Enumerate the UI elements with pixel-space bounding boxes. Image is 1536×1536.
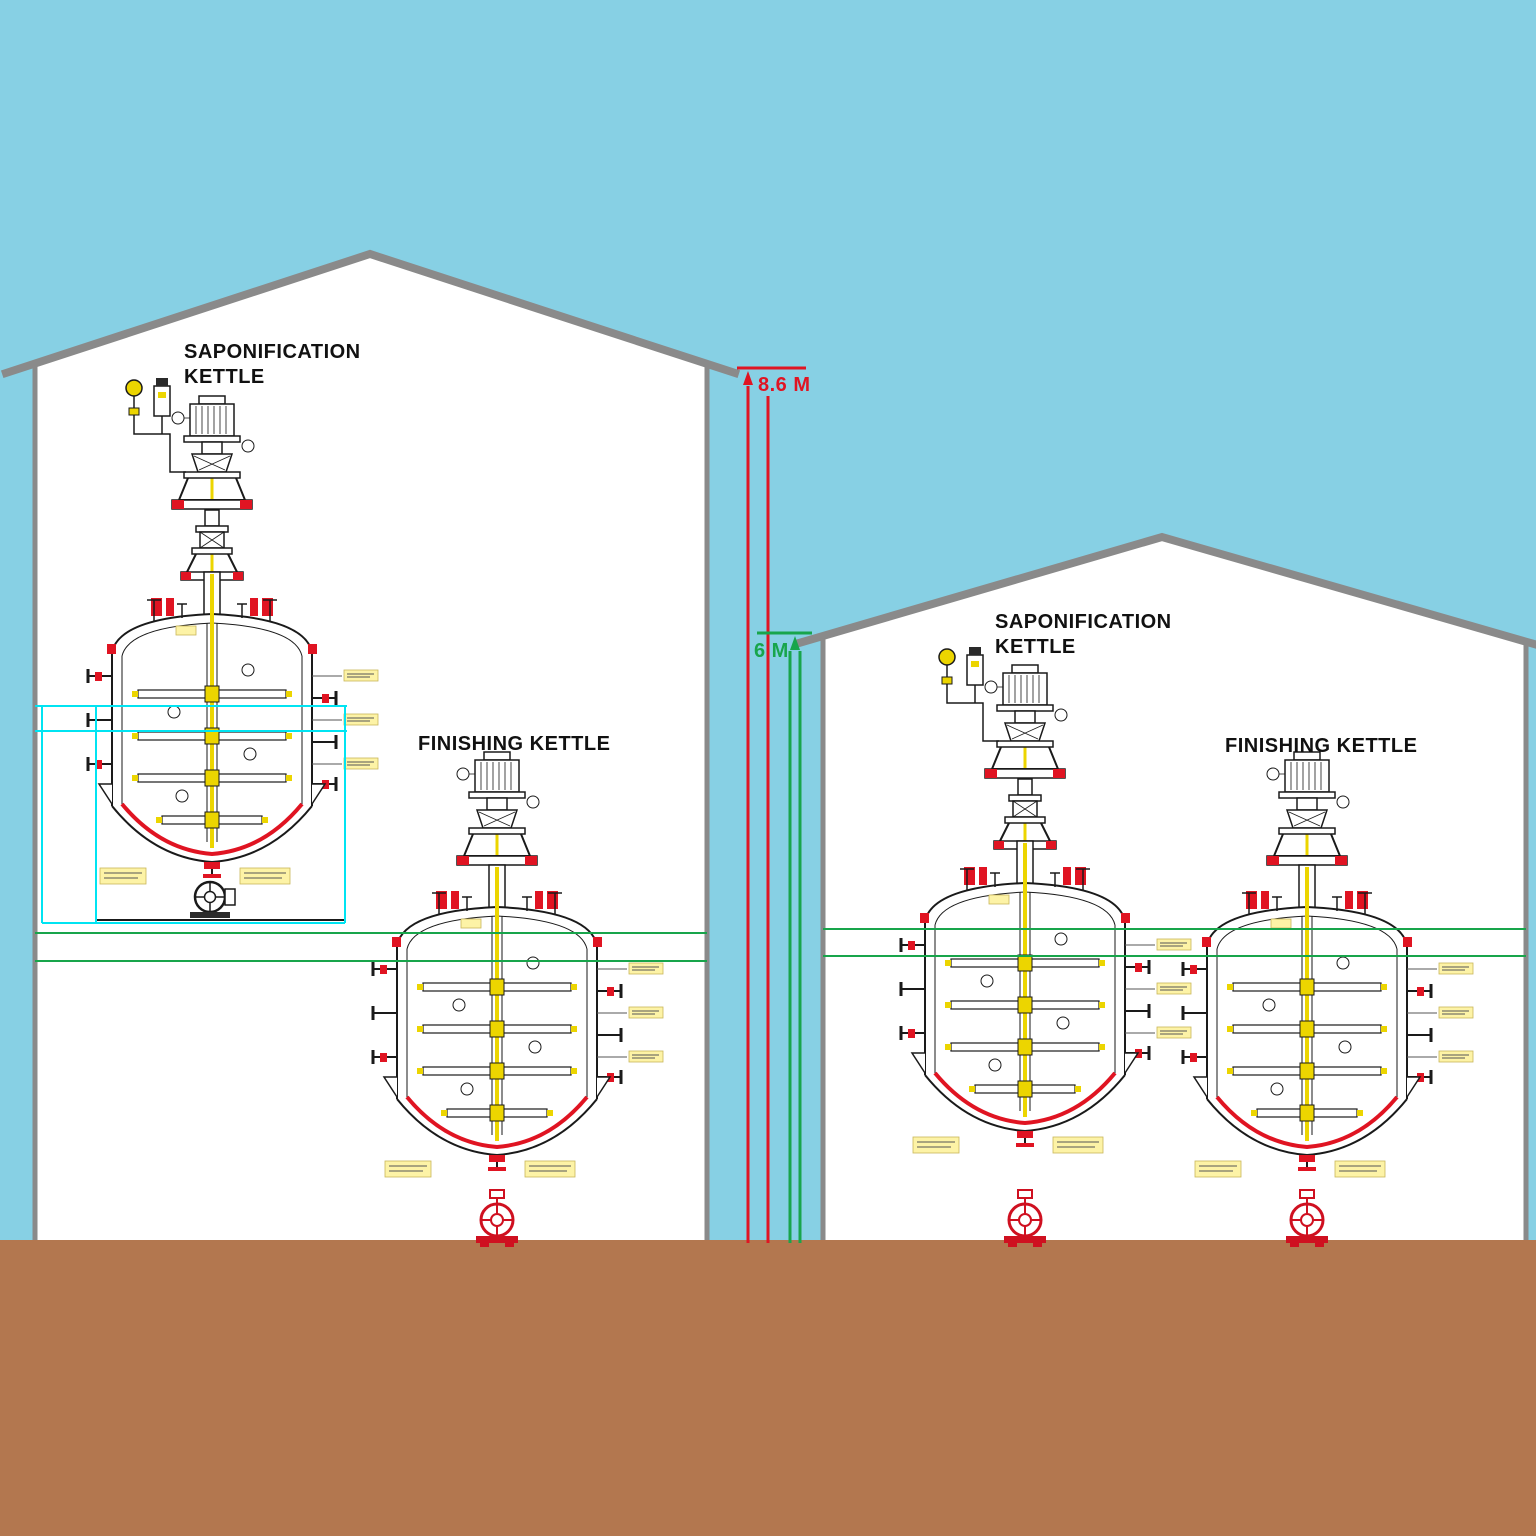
left-finishing-label: FINISHING KETTLE [418,733,610,755]
platform-lines-cyan [35,705,347,924]
dim-6m-text: 6 M [754,640,789,662]
height-dimension-8-6m: 8.6 M [737,366,811,1243]
dim-8-6m-text: 8.6 M [758,374,811,396]
right-finishing-label: FINISHING KETTLE [1225,735,1417,757]
dim-6m-arrow [790,636,800,650]
left-saponification-label-line2: KETTLE [184,366,265,388]
right-saponification-label-line1: SAPONIFICATION [995,611,1172,633]
right-saponification-label-line2: KETTLE [995,636,1076,658]
level-lines-green [35,928,1526,962]
dim-8-6m-arrow [743,371,753,385]
right-building [794,532,1536,1246]
height-dimension-6m: 6 M [754,631,812,1243]
ground [0,1240,1536,1536]
left-building-roof [0,249,741,379]
right-building-roof [794,532,1536,649]
left-saponification-label-line1: SAPONIFICATION [184,341,361,363]
